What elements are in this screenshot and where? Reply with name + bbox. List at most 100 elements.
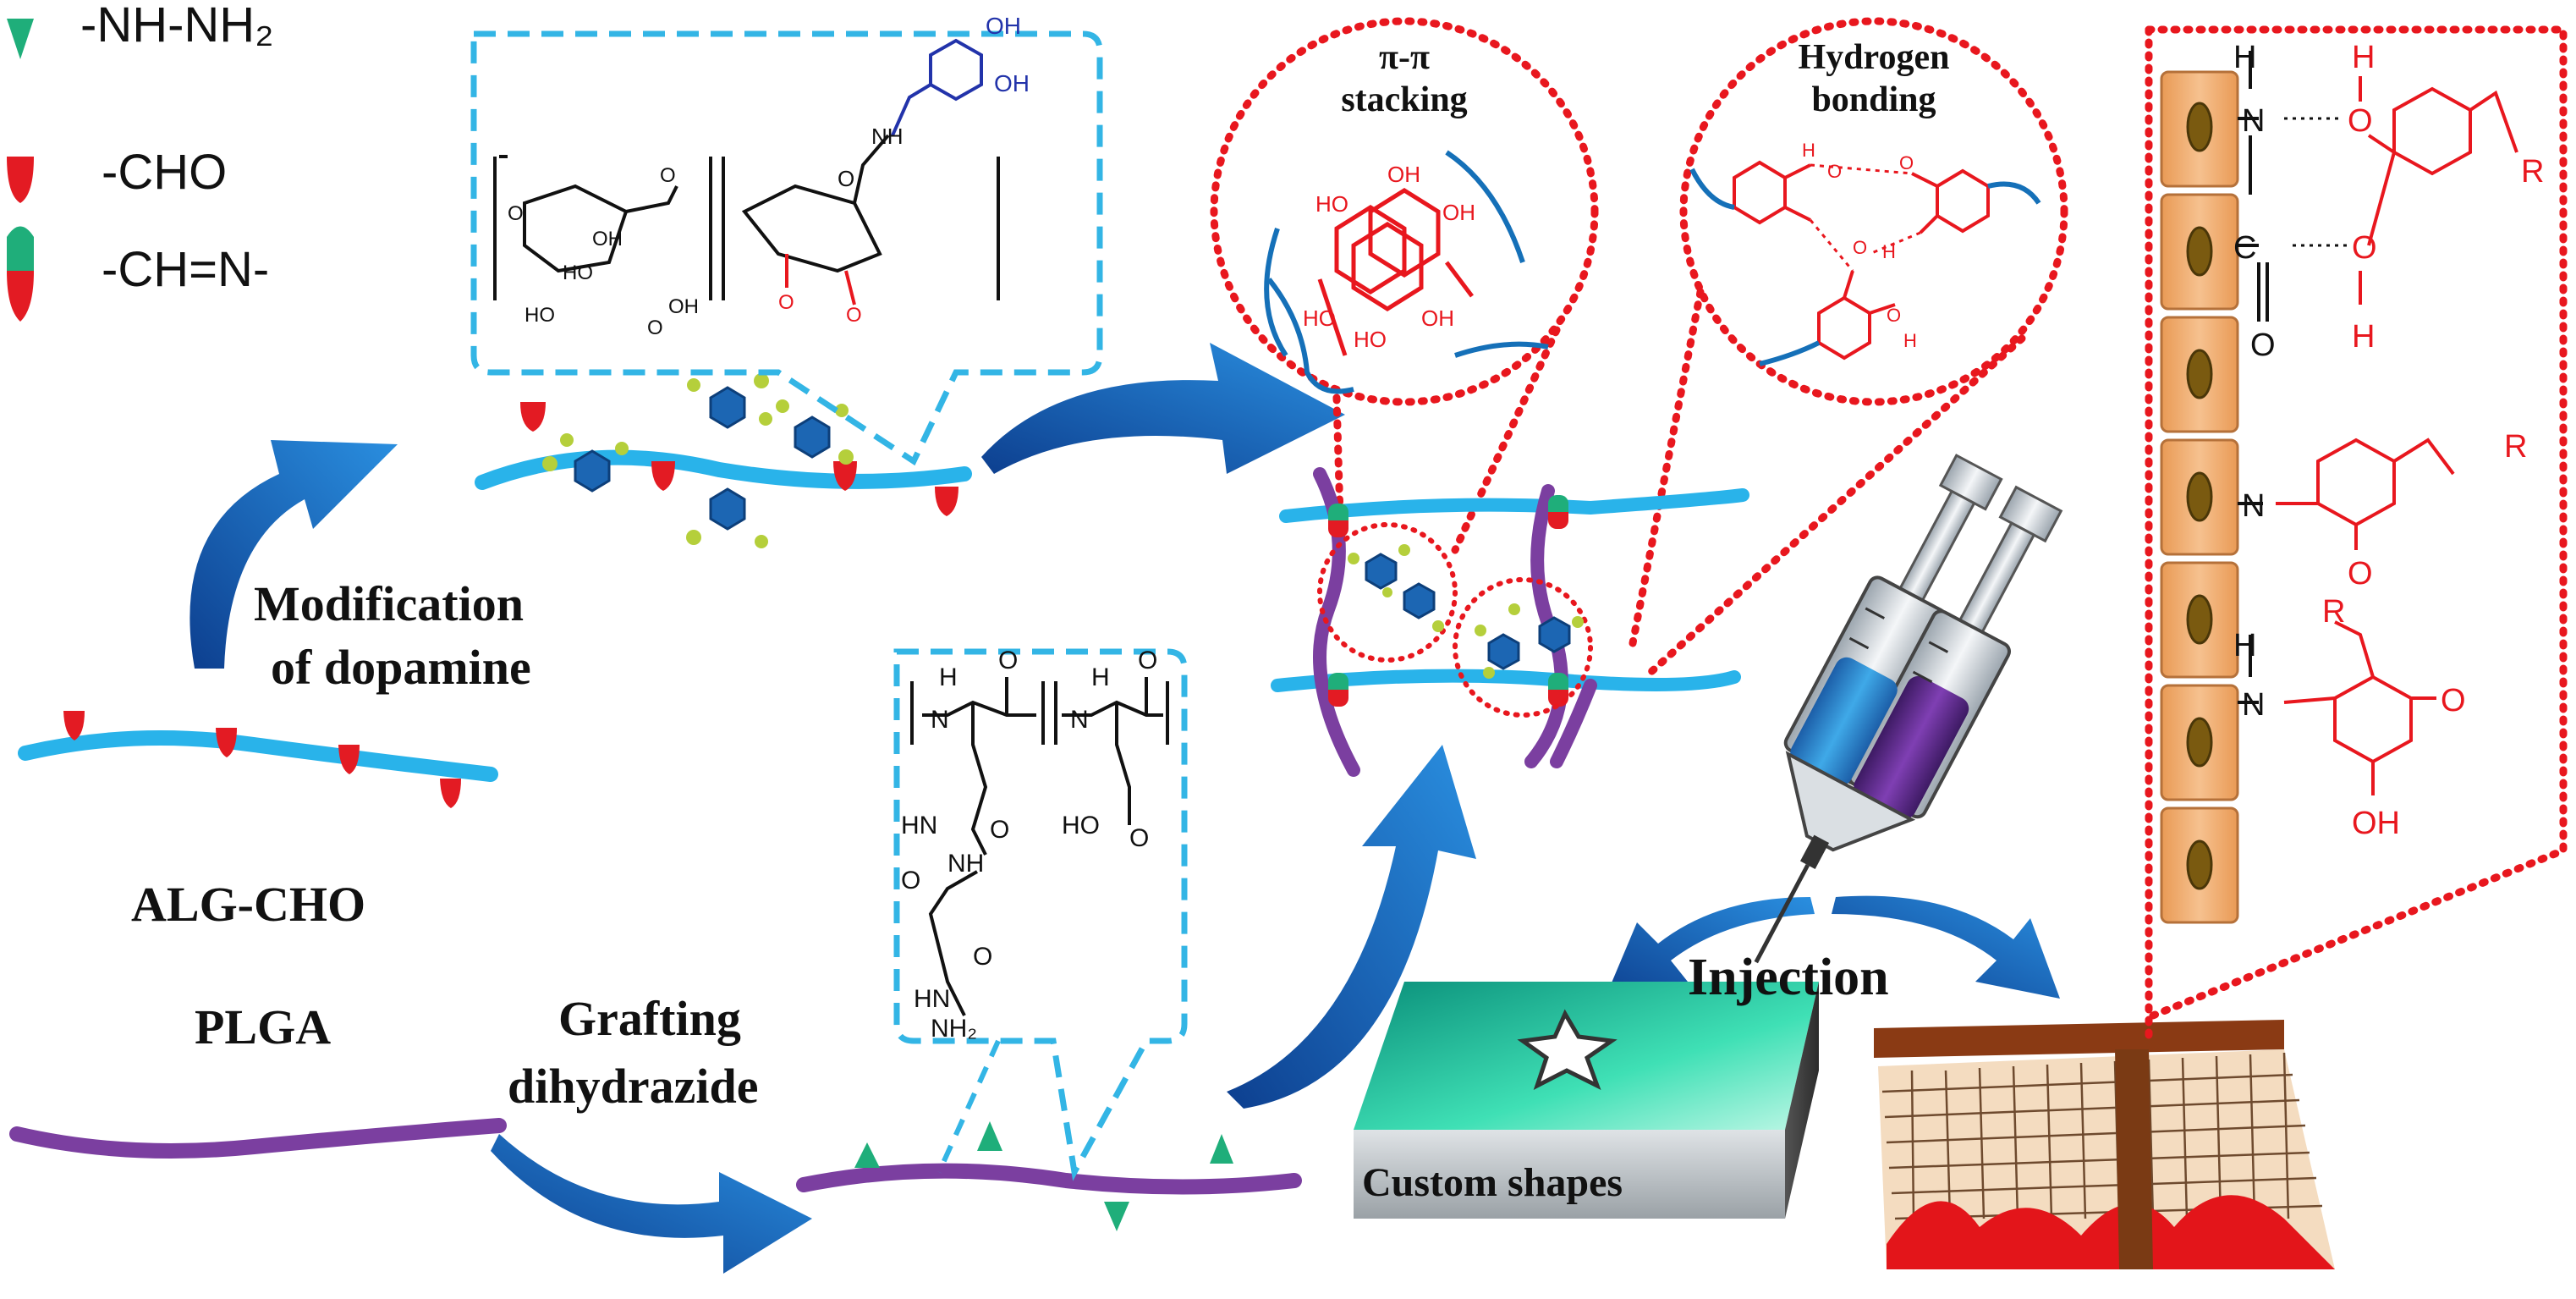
modification-label: Modification — [254, 576, 524, 631]
plga-hydrazide-strand — [796, 1121, 1302, 1231]
svg-text:O: O — [2348, 556, 2373, 592]
legend-label-imine: -CH=N- — [102, 242, 270, 297]
svg-text:O: O — [2441, 683, 2466, 718]
svg-text:O: O — [990, 816, 1009, 844]
injection-label: Injection — [1688, 949, 1889, 1006]
plga-strand — [9, 1118, 507, 1159]
grafting-arrow — [491, 1134, 812, 1274]
svg-text:O: O — [1827, 161, 1842, 182]
dihydrazide-label: dihydrazide — [508, 1059, 759, 1114]
svg-text:OH: OH — [592, 228, 623, 250]
svg-text:R: R — [2521, 154, 2544, 190]
aldehyde-marker-icon — [7, 157, 34, 203]
svg-text:HN: HN — [901, 812, 937, 839]
legend-label-hydrazide: -NH-NH₂ — [80, 0, 274, 52]
modification-arrow — [189, 440, 398, 669]
svg-text:N: N — [1070, 706, 1089, 734]
plga-label: PLGA — [195, 999, 332, 1054]
svg-text:H: H — [1882, 241, 1896, 262]
svg-text:OH: OH — [2352, 806, 2400, 841]
svg-text:N: N — [2242, 488, 2265, 524]
svg-text:O: O — [1129, 824, 1149, 852]
svg-text:HO: HO — [563, 261, 593, 284]
wound-channel — [2115, 1049, 2153, 1269]
alg-cho-strand — [18, 711, 498, 808]
pi-pi-label: π-π — [1378, 38, 1430, 77]
svg-text:N: N — [2242, 687, 2265, 723]
hydrogen-bonding-callout: H O O O H O H — [1629, 17, 2068, 681]
alginate-structure-callout: OH OH NH O HO OH HO O O OH O O O — [470, 13, 1103, 466]
svg-text:O: O — [973, 943, 992, 971]
svg-text:O: O — [2250, 328, 2276, 363]
svg-text:O: O — [998, 647, 1018, 674]
hydrogel-network — [1271, 467, 1749, 777]
svg-text:O: O — [838, 166, 854, 191]
svg-text:OH: OH — [1421, 305, 1454, 331]
imine-marker-icon — [7, 226, 34, 322]
svg-text:OH: OH — [1442, 200, 1475, 225]
svg-text:HO: HO — [1303, 305, 1336, 331]
svg-text:NH: NH — [871, 124, 904, 149]
flow-arrows — [189, 343, 2060, 1274]
injection-arrow-left — [1603, 897, 1815, 1003]
svg-text:HO: HO — [1062, 812, 1100, 839]
svg-text:OH: OH — [1387, 162, 1420, 187]
plga-structure-callout: H N O H N O HN O NH O HO O O HN NH₂ — [893, 647, 1188, 1181]
cell-stack — [2160, 70, 2239, 924]
svg-text:O: O — [1138, 647, 1157, 674]
stacking-label: stacking — [1341, 80, 1468, 119]
svg-text:H: H — [1802, 140, 1815, 161]
modified-alginate-strand — [475, 373, 972, 548]
custom-shapes-label: Custom shapes — [1362, 1160, 1623, 1205]
star-icon — [1517, 1009, 1618, 1091]
svg-text:O: O — [508, 202, 524, 225]
of-dopamine-label: of dopamine — [271, 640, 531, 695]
pi-stacking-callout: HO OH OH HO HO OH — [1210, 17, 1599, 554]
svg-text:OH: OH — [668, 295, 699, 318]
alg-cho-label: ALG-CHO — [131, 877, 366, 932]
legend — [7, 19, 34, 322]
svg-text:O: O — [901, 867, 920, 894]
svg-text:O: O — [778, 291, 794, 314]
svg-text:N: N — [2242, 103, 2265, 139]
double-syringe — [1754, 454, 2063, 964]
svg-text:H: H — [1091, 663, 1110, 691]
svg-text:C: C — [2233, 230, 2256, 266]
svg-text:O: O — [647, 316, 663, 339]
svg-text:H: H — [2233, 40, 2256, 75]
svg-text:HN: HN — [914, 985, 950, 1013]
skin-wound-illustration — [1874, 1020, 2335, 1269]
crosslink-arrow-bottom — [1227, 745, 1476, 1109]
svg-text:HO: HO — [1315, 191, 1348, 217]
svg-text:H: H — [2352, 319, 2375, 355]
legend-label-aldehyde: -CHO — [102, 145, 228, 200]
injection-arrow-right — [1832, 895, 2060, 999]
svg-text:H: H — [1903, 330, 1917, 351]
hydrogel-seal — [1874, 1020, 2284, 1058]
grafting-label: Grafting — [558, 991, 741, 1046]
svg-text:O: O — [1899, 152, 1914, 173]
svg-text:NH₂: NH₂ — [931, 1015, 977, 1043]
svg-text:H: H — [2233, 628, 2256, 663]
custom-shape-pad — [1354, 982, 1819, 1219]
svg-text:HO: HO — [525, 304, 555, 327]
svg-text:O: O — [846, 304, 862, 327]
svg-text:OH: OH — [986, 13, 1021, 39]
svg-text:R: R — [2504, 429, 2527, 465]
svg-text:O: O — [1853, 237, 1867, 258]
crosslink-arrow-top — [981, 343, 1345, 474]
svg-text:O: O — [2348, 103, 2373, 139]
svg-text:OH: OH — [994, 70, 1030, 96]
bonding-label: bonding — [1811, 80, 1936, 119]
svg-text:H: H — [2352, 40, 2375, 75]
svg-text:R: R — [2322, 594, 2345, 630]
svg-text:HO: HO — [1354, 327, 1387, 352]
hydrogen-label: Hydrogen — [1798, 38, 1950, 77]
svg-text:O: O — [1887, 305, 1901, 326]
tissue-column: H N C O N H N H O O H R R O R O OH — [2145, 25, 2568, 1045]
hydrazide-marker-icon — [7, 19, 34, 59]
svg-text:N: N — [931, 706, 949, 734]
svg-text:O: O — [660, 164, 676, 187]
